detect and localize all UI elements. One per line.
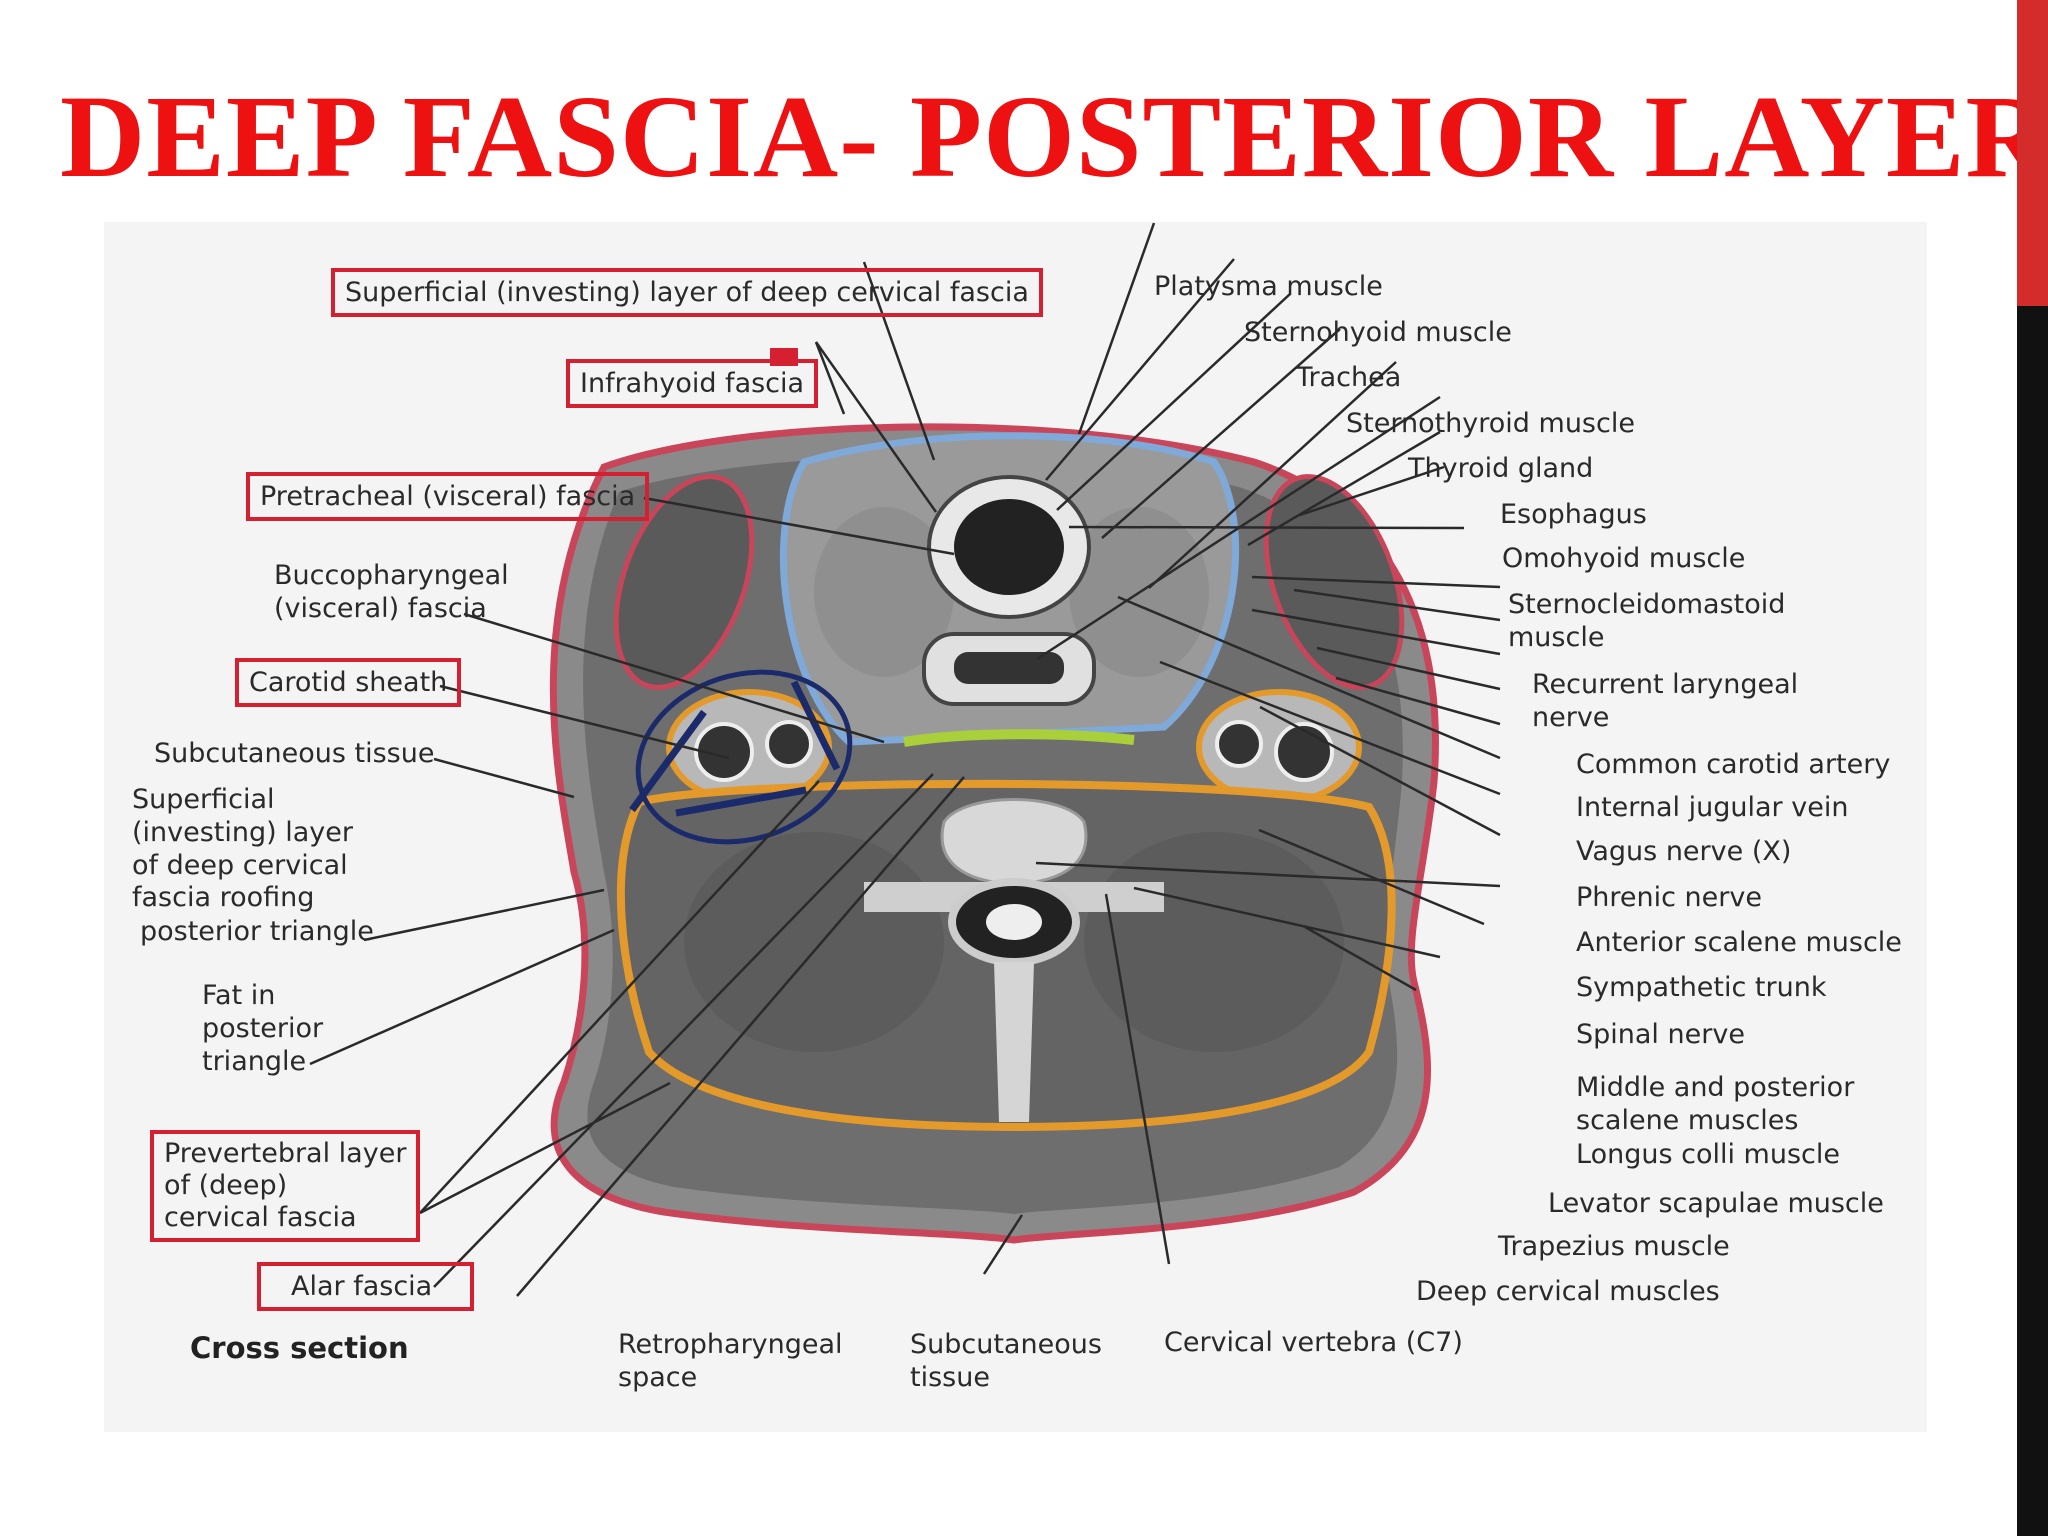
esophagus-lumen [954,652,1064,684]
label-prevertebral-line3: cervical fascia [164,1202,357,1233]
trachea-lumen [954,499,1064,595]
label-anterior-scalene: Anterior scalene muscle [1576,927,1902,958]
label-subcutaneous-bottom-line2: tissue [910,1362,990,1393]
label-recurrent-line1: Recurrent laryngeal [1532,669,1799,700]
label-middle-posterior-scalene-line2: scalene muscles [1576,1105,1799,1136]
thyroid-left [814,507,954,677]
label-platysma: Platysma muscle [1154,271,1383,302]
slide-title: DEEP FASCIA- POSTERIOR LAYER [60,71,2048,202]
label-trapezius: Trapezius muscle [1498,1231,1730,1262]
label-buccopharyngeal-fascia-line2: (visceral) fascia [274,593,487,624]
label-common-carotid: Common carotid artery [1576,749,1891,780]
label-middle-posterior-scalene-line1: Middle and posterior [1576,1072,1855,1103]
label-omohyoid: Omohyoid muscle [1502,543,1746,574]
label-superficial-investing-fascia: Superficial (investing) layer of deep ce… [331,268,1043,317]
label-longus-colli: Longus colli muscle [1576,1139,1840,1170]
label-prevertebral-line1: Prevertebral layer [164,1138,407,1169]
neck-cross-section-illustration [309,222,1501,1297]
label-carotid-sheath: Carotid sheath [235,658,462,707]
label-scm-line1: Sternocleidomastoid [1508,589,1786,620]
cca-left [765,720,813,768]
label-infrahyoid-fascia: Infrahyoid fascia [566,359,819,408]
label-internal-jugular-vein: Internal jugular vein [1576,792,1849,823]
cca-right [1215,720,1263,768]
accent-bar-black [2017,306,2048,1536]
scm-left [613,474,755,690]
label-prevertebral-line2: of (deep) [164,1170,288,1201]
annotation-stroke-2 [675,786,807,817]
label-spinal-nerve: Spinal nerve [1576,1019,1745,1050]
label-retropharyngeal-line2: space [618,1362,698,1393]
label-scm-line2: muscle [1508,622,1605,653]
leader-lines [309,222,1501,1297]
label-recurrent-line2: nerve [1532,702,1610,733]
prevertebral-label-box: Prevertebral layer of (deep) cervical fa… [150,1130,421,1242]
annotation-stroke-3 [790,680,841,771]
buccopharyngeal-fascia [903,729,1135,747]
vertebral-body [940,798,1088,886]
label-alar-fascia: Alar fascia [257,1262,475,1311]
accent-bar-red [2017,0,2048,306]
label-fat-line2: posterior [202,1013,324,1044]
label-fat-line1: Fat in [202,980,276,1011]
label-sternohyoid: Sternohyoid muscle [1244,317,1512,348]
label-vagus-nerve: Vagus nerve (X) [1576,836,1792,867]
spinal-cord [986,904,1042,940]
label-cervical-vertebra: Cervical vertebra (C7) [1164,1327,1463,1358]
label-subcutaneous-tissue-left: Subcutaneous tissue [154,738,435,769]
label-phrenic-nerve: Phrenic nerve [1576,882,1762,913]
deep-muscle-right [1084,832,1344,1052]
label-pretracheal-fascia: Pretracheal (visceral) fascia [246,472,650,521]
label-levator-scapulae: Levator scapulae muscle [1548,1188,1884,1219]
label-roofing-line5: posterior triangle [140,916,374,947]
label-thyroid-gland: Thyroid gland [1408,453,1594,484]
deep-muscle-left [684,832,944,1052]
label-esophagus: Esophagus [1500,499,1647,530]
label-roofing-line2: (investing) layer [132,817,353,848]
label-roofing-line1: Superficial [132,784,275,815]
cross-section-figure: Superficial (investing) layer of deep ce… [104,222,1927,1432]
infrahyoid-marker [770,348,798,366]
label-fat-line3: triangle [202,1046,307,1077]
label-sympathetic-trunk: Sympathetic trunk [1576,972,1827,1003]
label-sternothyroid: Sternothyroid muscle [1346,408,1635,439]
ijv-left [694,722,754,782]
label-trachea: Trachea [1296,362,1402,393]
figure-caption: Cross section [190,1331,409,1365]
scm-right [1263,474,1405,690]
label-roofing-line3: of deep cervical [132,850,348,881]
ijv-right [1274,722,1334,782]
spinous-process [994,962,1034,1122]
label-deep-cervical-muscles: Deep cervical muscles [1416,1276,1720,1307]
label-subcutaneous-bottom-line1: Subcutaneous [910,1329,1102,1360]
label-retropharyngeal-line1: Retropharyngeal [618,1329,843,1360]
label-roofing-line4: fascia roofing [132,882,315,913]
annotation-stroke-1 [629,709,707,813]
label-buccopharyngeal-fascia-line1: Buccopharyngeal [274,560,509,591]
